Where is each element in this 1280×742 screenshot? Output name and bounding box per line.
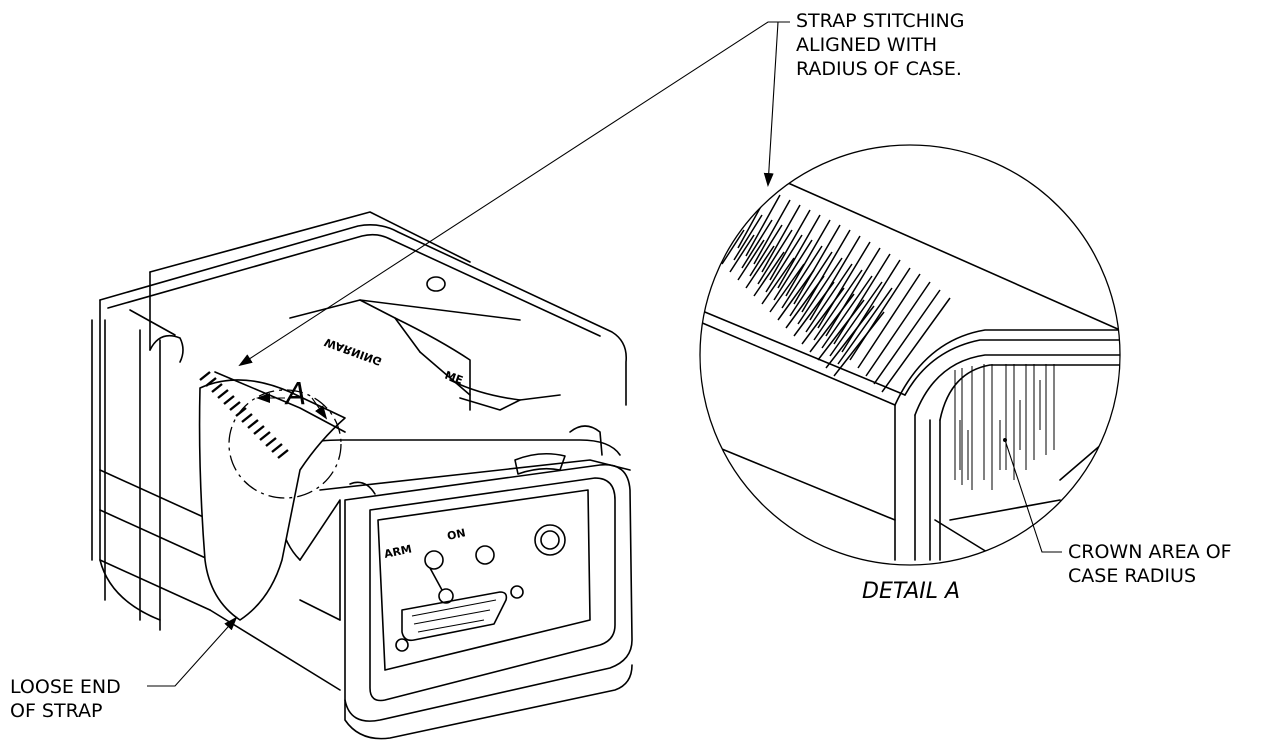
callout-line: CASE RADIUS [1068, 565, 1196, 587]
strap-stitching-marks [199, 371, 289, 459]
arm-label: ARM [383, 542, 413, 561]
on-label: ON [446, 526, 467, 543]
detail-stitching-marks [721, 184, 951, 393]
callout-line: LOOSE END [10, 676, 121, 698]
loose-end-callout: LOOSE END OF STRAP [10, 676, 121, 722]
detail-title: DETAIL A [862, 579, 960, 604]
front-small-label: ME [443, 369, 465, 388]
callout-line: RADIUS OF CASE. [796, 58, 962, 80]
callout-line: STRAP STITCHING [796, 10, 964, 32]
detail-circle [228, 389, 342, 499]
leader-lines [147, 21, 1062, 687]
crown-area-callout: CROWN AREA OF CASE RADIUS [1068, 541, 1232, 587]
strap-stitching-callout: STRAP STITCHING ALIGNED WITH RADIUS OF C… [796, 10, 964, 80]
warning-label: WARNING [323, 335, 384, 368]
device-drawing: WARNING ME ON ARM [91, 211, 633, 740]
leader-arrow-icon [763, 21, 779, 187]
view-letter: A [284, 377, 307, 412]
callout-line: CROWN AREA OF [1068, 541, 1232, 563]
detail-a-view [699, 144, 1121, 566]
callout-line: ALIGNED WITH [796, 34, 937, 56]
callout-line: OF STRAP [10, 700, 102, 722]
